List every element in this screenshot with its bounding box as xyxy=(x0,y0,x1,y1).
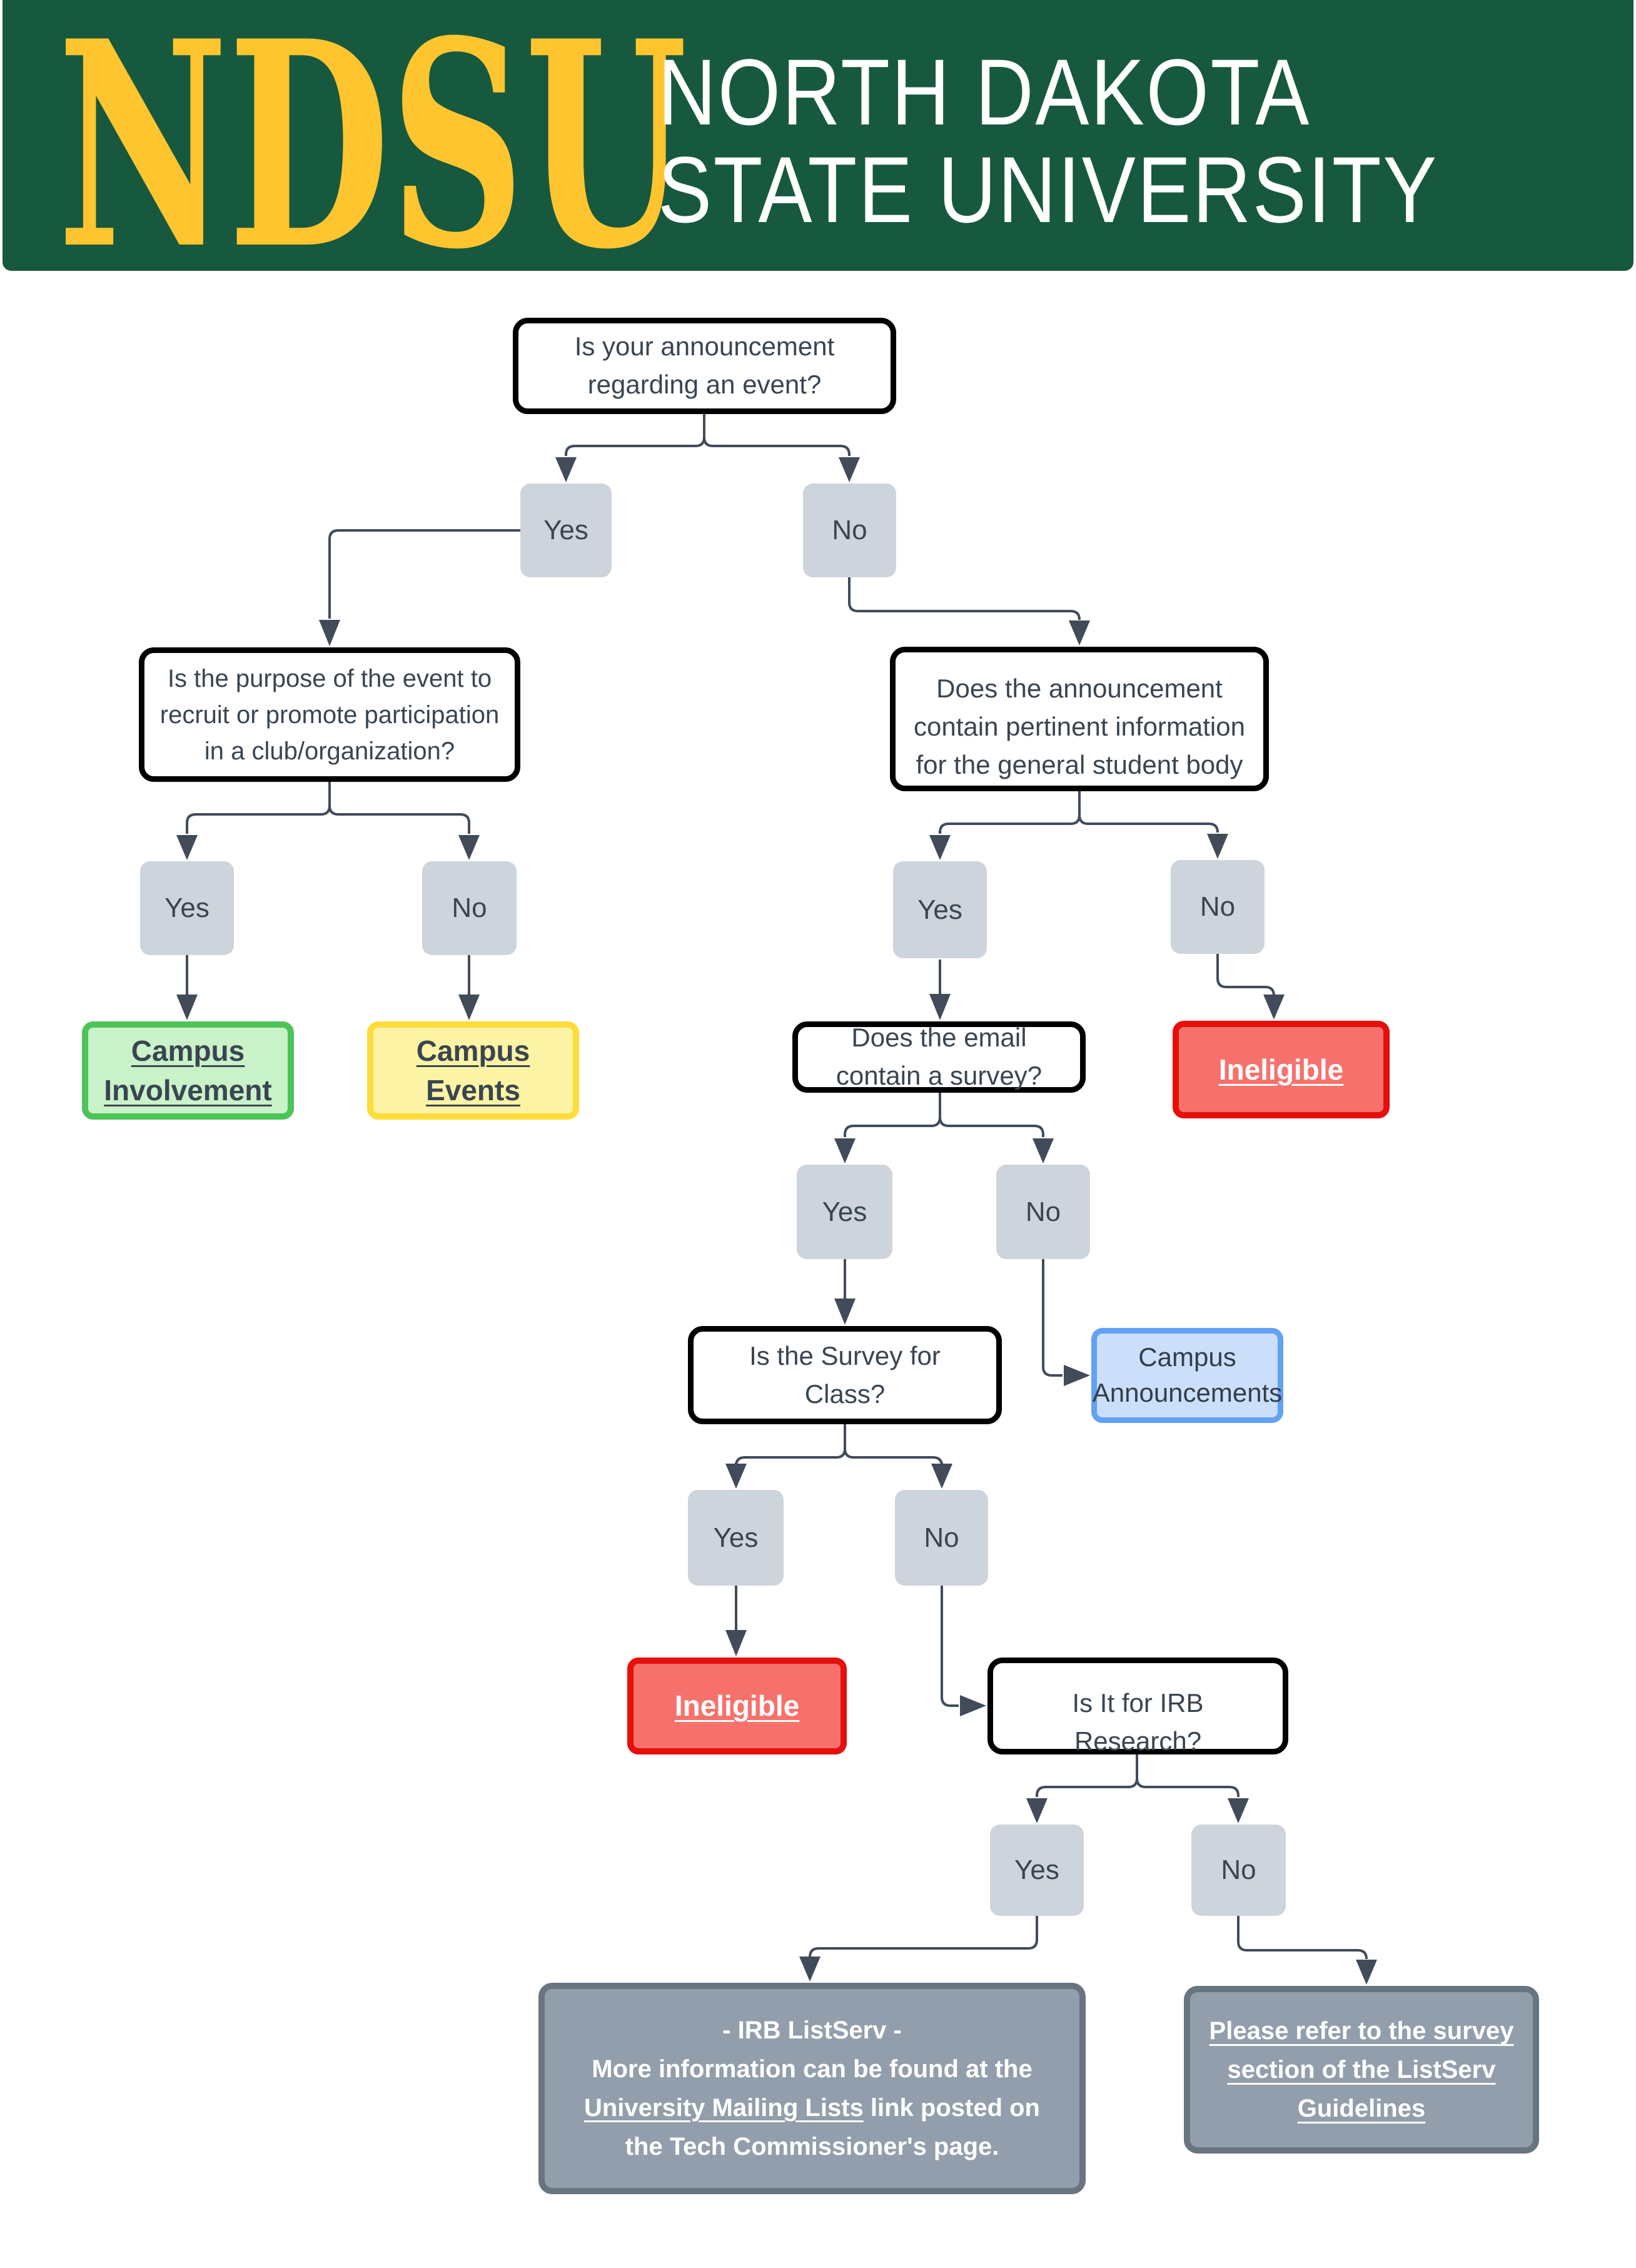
answer-no-pertinent: No xyxy=(1171,860,1265,954)
answer-yes-survey: Yes xyxy=(797,1165,892,1259)
campus-involvement-link[interactable]: Campus Involvement xyxy=(104,1035,272,1106)
outcome-listserv-guidelines: Please refer to the survey section of th… xyxy=(1184,1986,1539,2154)
university-mailing-lists-link[interactable]: University Mailing Lists xyxy=(583,2094,864,2122)
answer-yes-irb: Yes xyxy=(990,1825,1084,1916)
question-irb-research: Is It for IRB Research? xyxy=(987,1658,1288,1756)
answer-no-survey: No xyxy=(996,1165,1090,1259)
question-survey-for-class: Is the Survey for Class? xyxy=(688,1326,1002,1424)
ineligible-link[interactable]: Ineligible xyxy=(674,1689,800,1723)
question-pertinent-info: Does the announcement contain pertinent … xyxy=(890,647,1269,791)
answer-yes-class: Yes xyxy=(688,1490,784,1586)
answer-yes-pertinent: Yes xyxy=(893,861,987,958)
ndsu-logo-text: NDSU xyxy=(58,0,687,311)
outcome-campus-events: Campus Events xyxy=(367,1021,579,1120)
answer-yes-club: Yes xyxy=(140,861,234,955)
ineligible-link[interactable]: Ineligible xyxy=(1218,1053,1344,1086)
irb-listserv-body: More information can be found at the Uni… xyxy=(583,2055,1040,2160)
question-event: Is your announcement regarding an event? xyxy=(513,318,896,414)
ndsu-header-banner: NDSU NORTH DAKOTA STATE UNIVERSITY xyxy=(3,0,1633,287)
answer-no-club: No xyxy=(422,861,517,955)
outcome-campus-involvement: Campus Involvement xyxy=(82,1021,294,1120)
answer-no-class: No xyxy=(895,1490,988,1586)
campus-events-link[interactable]: Campus Events xyxy=(416,1035,530,1106)
question-email-survey: Does the email contain a survey? xyxy=(792,1021,1086,1093)
answer-no-irb: No xyxy=(1191,1825,1286,1916)
outcome-ineligible-right: Ineligible xyxy=(1173,1021,1390,1118)
outcome-irb-listserv: - IRB ListServ - More information can be… xyxy=(538,1983,1086,2194)
university-name-line1: NORTH DAKOTA xyxy=(658,39,1311,144)
answer-yes-event: Yes xyxy=(520,483,612,577)
outcome-ineligible-left: Ineligible xyxy=(627,1658,847,1754)
campus-announcements-label: Campus Announcements xyxy=(1092,1342,1283,1407)
university-name-line2: STATE UNIVERSITY xyxy=(658,137,1438,242)
outcome-campus-announcements: Campus Announcements xyxy=(1091,1328,1283,1423)
question-club-purpose: Is the purpose of the event to recruit o… xyxy=(139,647,520,782)
irb-listserv-title: - IRB ListServ - xyxy=(722,2017,902,2044)
answer-no-event: No xyxy=(803,483,896,577)
ndsu-logo: NDSU xyxy=(58,0,1012,311)
listserv-guidelines-link[interactable]: Please refer to the survey section of th… xyxy=(1209,2017,1514,2122)
